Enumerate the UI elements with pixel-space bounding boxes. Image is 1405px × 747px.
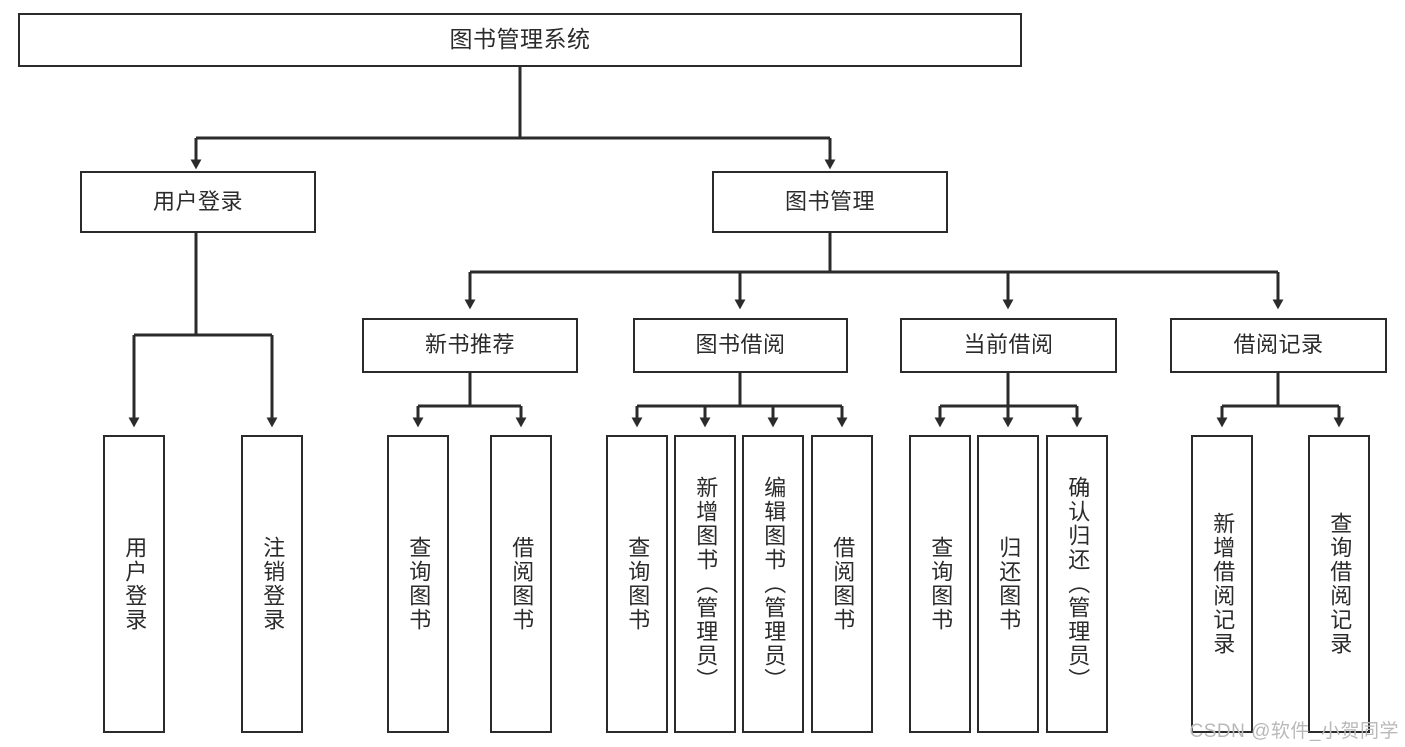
node-label: 借阅图书 [830, 536, 856, 632]
leaf-user-login[interactable]: 用户登录 [103, 435, 165, 733]
leaf-logout-login[interactable]: 注销登录 [241, 435, 303, 733]
leaf-add-book[interactable]: 新增图书（管理员） [674, 435, 736, 733]
node-label: 用户登录 [122, 536, 148, 632]
node-borrow-record[interactable]: 借阅记录 [1170, 318, 1387, 373]
node-label: 编辑图书（管理员） [761, 476, 787, 692]
leaf-edit-book[interactable]: 编辑图书（管理员） [742, 435, 804, 733]
leaf-add-record[interactable]: 新增借阅记录 [1191, 435, 1253, 733]
node-label: 查询图书 [406, 536, 432, 632]
node-book-borrow[interactable]: 图书借阅 [633, 318, 848, 373]
node-label: 查询借阅记录 [1327, 512, 1353, 656]
node-label: 图书管理系统 [449, 26, 591, 53]
node-label: 新书推荐 [424, 332, 515, 358]
node-label: 当前借阅 [963, 332, 1054, 358]
leaf-borrow-book-2[interactable]: 借阅图书 [811, 435, 873, 733]
leaf-query-book-3[interactable]: 查询图书 [909, 435, 971, 733]
leaf-query-record[interactable]: 查询借阅记录 [1308, 435, 1370, 733]
node-new-book-recommend[interactable]: 新书推荐 [362, 318, 578, 373]
node-label: 借阅记录 [1233, 332, 1324, 358]
node-label: 图书管理 [784, 188, 875, 214]
node-label: 查询图书 [928, 536, 954, 632]
leaf-return-book[interactable]: 归还图书 [977, 435, 1039, 733]
leaf-query-book-1[interactable]: 查询图书 [387, 435, 449, 733]
node-label: 归还图书 [996, 536, 1022, 632]
leaf-borrow-book-1[interactable]: 借阅图书 [490, 435, 552, 733]
node-label: 用户登录 [152, 188, 243, 214]
node-label: 借阅图书 [509, 536, 535, 632]
node-root-book-management-system[interactable]: 图书管理系统 [18, 13, 1022, 67]
node-label: 注销登录 [260, 536, 286, 632]
node-book-management[interactable]: 图书管理 [712, 171, 948, 233]
node-label: 图书借阅 [695, 332, 786, 358]
node-user-login[interactable]: 用户登录 [80, 171, 316, 233]
leaf-confirm-return[interactable]: 确认归还（管理员） [1046, 435, 1108, 733]
node-label: 确认归还（管理员） [1065, 476, 1091, 692]
node-label: 查询图书 [625, 536, 651, 632]
node-label: 新增借阅记录 [1210, 512, 1236, 656]
node-current-borrow[interactable]: 当前借阅 [900, 318, 1117, 373]
node-label: 新增图书（管理员） [693, 476, 719, 692]
leaf-query-book-2[interactable]: 查询图书 [606, 435, 668, 733]
